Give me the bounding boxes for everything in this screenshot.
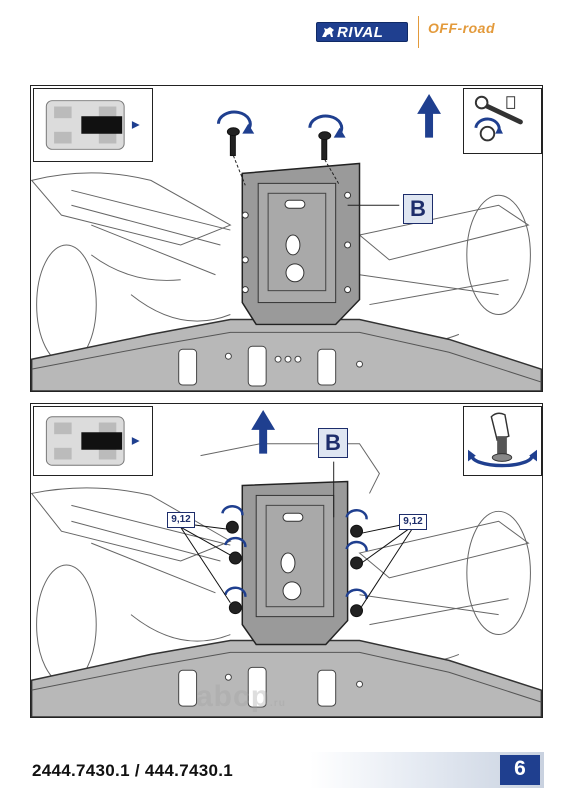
inset-vehicle-view-1 xyxy=(33,88,153,162)
part-numbers: 2444.7430.1 / 444.7430.1 xyxy=(32,761,233,780)
up-arrow-icon xyxy=(251,409,276,454)
inset-tool-1 xyxy=(463,88,542,154)
page-number-box: 6 xyxy=(500,755,540,785)
fastener-label-left: 9,12 xyxy=(167,512,195,528)
step-panel-2: B 9,12 9,12 xyxy=(30,403,543,718)
step-1-illustration xyxy=(31,93,542,391)
rival-logo: RIVAL xyxy=(316,22,408,42)
footer-band xyxy=(24,752,544,788)
bolt-group-top xyxy=(226,127,332,161)
hand-tighten-icon xyxy=(468,412,537,468)
step-2-illustration xyxy=(31,409,542,717)
page-number: 6 xyxy=(514,757,526,780)
offroad-logo: OFF-road xyxy=(428,20,495,36)
horse-icon xyxy=(322,27,334,37)
up-arrow-icon xyxy=(417,93,441,138)
part-label-b-step-1: B xyxy=(403,194,433,224)
step-panel-1: B xyxy=(30,85,543,392)
page-footer: 2444.7430.1 / 444.7430.1 6 xyxy=(0,752,566,788)
brand-name: RIVAL xyxy=(337,24,384,41)
fastener-label-right: 9,12 xyxy=(399,514,427,530)
atv-top-view-icon xyxy=(45,416,140,466)
logo-divider xyxy=(418,16,419,48)
inset-tool-2 xyxy=(463,406,542,476)
wrench-ratchet-icon xyxy=(474,95,523,142)
atv-top-view-icon xyxy=(45,100,140,150)
watermark: abcp.ru xyxy=(196,680,286,713)
inset-vehicle-view-2 xyxy=(33,406,153,476)
page-header: RIVAL OFF-road xyxy=(0,0,566,70)
part-label-b-step-2: B xyxy=(318,428,348,458)
